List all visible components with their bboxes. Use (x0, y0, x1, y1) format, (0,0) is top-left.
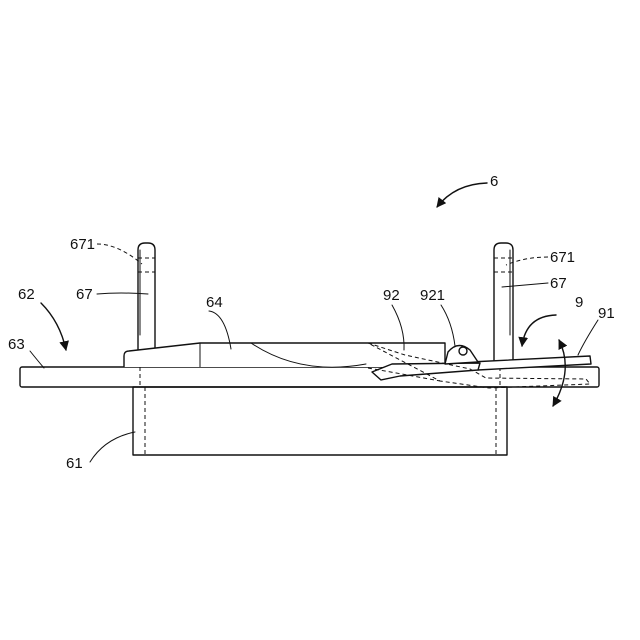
label-671-left: 671 (70, 236, 95, 253)
lower-housing (133, 387, 507, 455)
label-921: 921 (420, 287, 445, 304)
rotation-arrow-9 (522, 315, 556, 346)
label-6: 6 (490, 173, 498, 190)
rotation-arrow-91 (553, 340, 565, 406)
label-64: 64 (206, 294, 223, 311)
label-671-right: 671 (550, 249, 575, 266)
arrow-62 (41, 303, 66, 350)
label-63: 63 (8, 336, 25, 353)
label-91: 91 (598, 305, 615, 322)
arrow-6 (437, 183, 487, 207)
label-61: 61 (66, 455, 83, 472)
pivot (445, 345, 478, 364)
label-62: 62 (18, 286, 35, 303)
label-67-right: 67 (550, 275, 567, 292)
label-67-left: 67 (76, 286, 93, 303)
label-92: 92 (383, 287, 400, 304)
label-9: 9 (575, 294, 583, 311)
base-plate (20, 367, 599, 387)
